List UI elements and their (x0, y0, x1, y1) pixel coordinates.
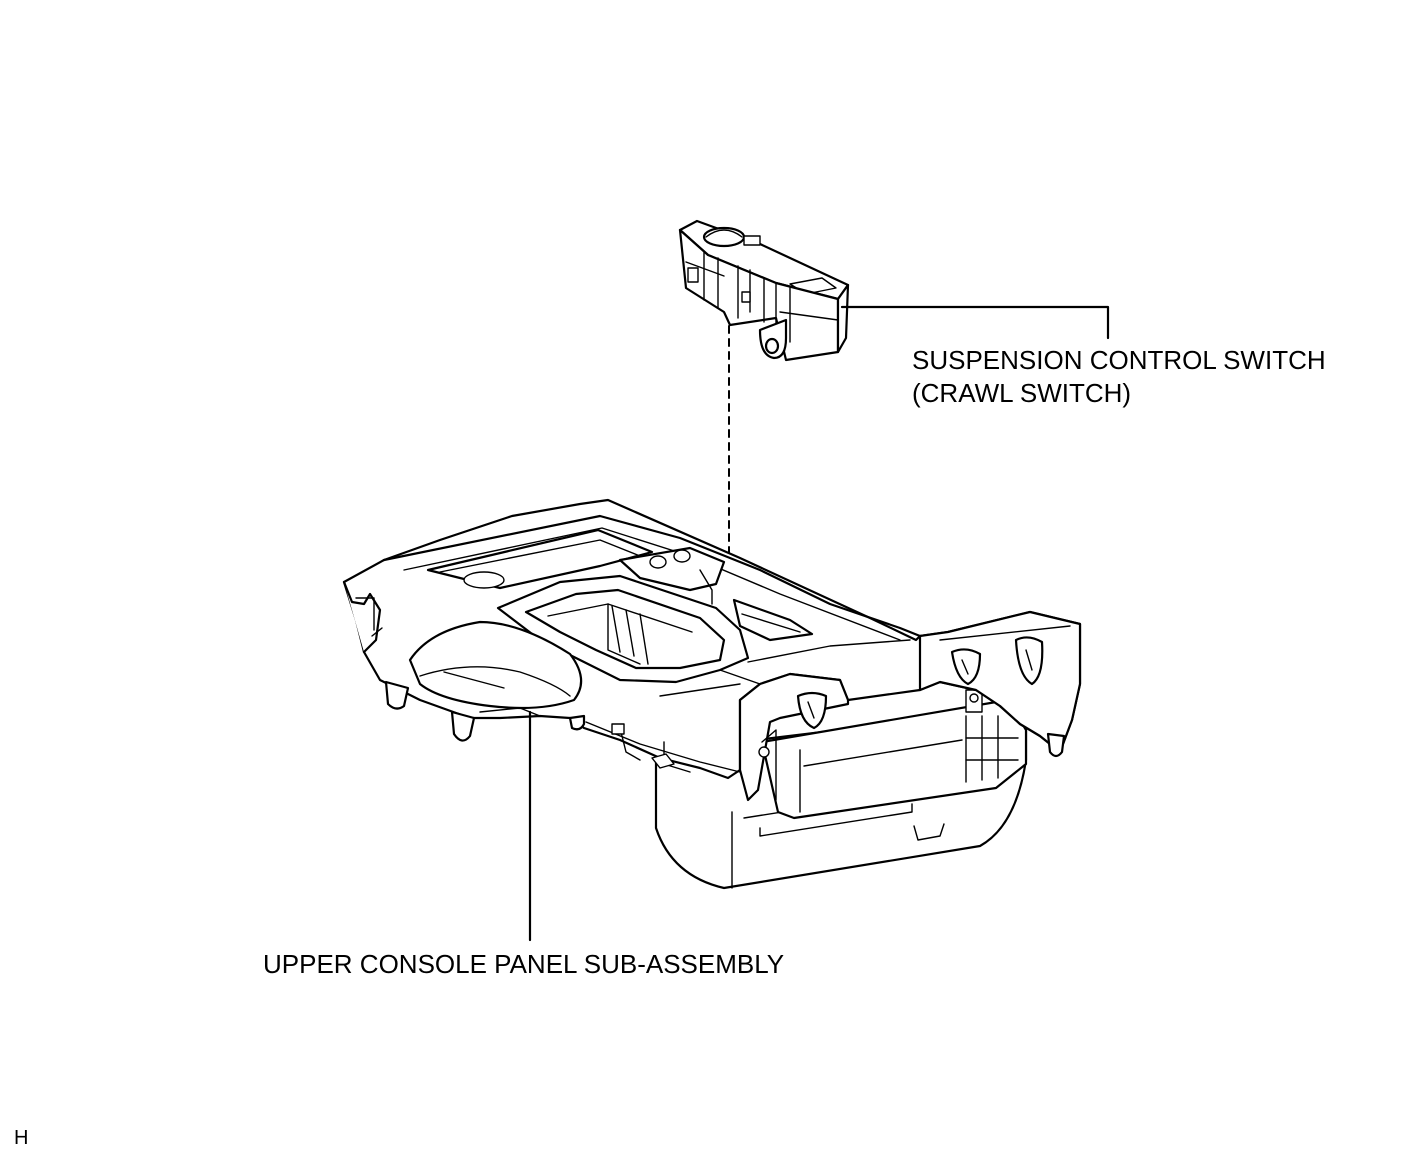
panel-label: UPPER CONSOLE PANEL SUB-ASSEMBLY (263, 949, 785, 979)
crawl-switch-part (678, 219, 850, 362)
switch-label-line2: (CRAWL SWITCH) (912, 378, 1132, 408)
switch-label: SUSPENSION CONTROL SWITCH (CRAWL SWITCH) (912, 344, 1326, 410)
switch-label-line1: SUSPENSION CONTROL SWITCH (912, 345, 1326, 375)
switch-leader-line (840, 305, 1110, 340)
upper-console-panel-part (342, 498, 1082, 890)
diagram-code: H (14, 1127, 29, 1149)
